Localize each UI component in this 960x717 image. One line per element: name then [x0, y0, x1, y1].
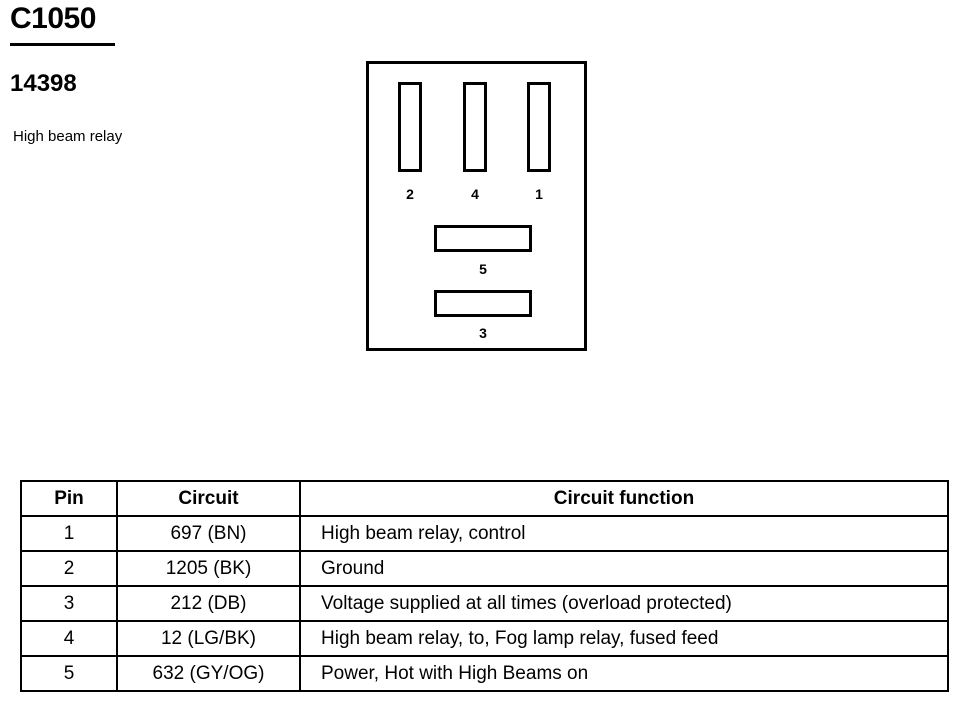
part-number: 14398 [10, 70, 77, 97]
function-cell: High beam relay, to, Fog lamp relay, fus… [299, 620, 949, 657]
circuit-cell: 697 (BN) [116, 515, 301, 552]
pin-label: 3 [479, 325, 487, 341]
function-cell: Ground [299, 550, 949, 587]
terminal-pin-4 [463, 82, 487, 172]
pin-cell: 4 [20, 620, 118, 657]
table-row: 3 212 (DB) Voltage supplied at all times… [20, 585, 949, 622]
terminal-pin-3 [434, 290, 532, 317]
table-row: 1 697 (BN) High beam relay, control [20, 515, 949, 552]
column-header-circuit-function: Circuit function [299, 480, 949, 517]
pin-label: 1 [535, 186, 543, 202]
pin-cell: 3 [20, 585, 118, 622]
table-row: 4 12 (LG/BK) High beam relay, to, Fog la… [20, 620, 949, 657]
pinout-table: Pin Circuit Circuit function 1 697 (BN) … [20, 480, 949, 692]
column-header-pin: Pin [20, 480, 118, 517]
function-cell: Power, Hot with High Beams on [299, 655, 949, 692]
connector-id: C1050 [10, 2, 96, 35]
circuit-cell: 12 (LG/BK) [116, 620, 301, 657]
pin-cell: 2 [20, 550, 118, 587]
pin-cell: 5 [20, 655, 118, 692]
column-header-circuit: Circuit [116, 480, 301, 517]
function-cell: High beam relay, control [299, 515, 949, 552]
table-row: 2 1205 (BK) Ground [20, 550, 949, 587]
table-row: 5 632 (GY/OG) Power, Hot with High Beams… [20, 655, 949, 692]
function-cell: Voltage supplied at all times (overload … [299, 585, 949, 622]
circuit-cell: 632 (GY/OG) [116, 655, 301, 692]
circuit-cell: 1205 (BK) [116, 550, 301, 587]
circuit-cell: 212 (DB) [116, 585, 301, 622]
pin-cell: 1 [20, 515, 118, 552]
connector-id-underline [10, 43, 115, 46]
terminal-pin-5 [434, 225, 532, 252]
pin-label: 2 [406, 186, 414, 202]
terminal-pin-2 [398, 82, 422, 172]
terminal-pin-1 [527, 82, 551, 172]
pin-label: 5 [479, 261, 487, 277]
table-header-row: Pin Circuit Circuit function [20, 480, 949, 517]
pin-label: 4 [471, 186, 479, 202]
connector-face-diagram: 2 4 1 5 3 [366, 61, 587, 351]
connector-description: High beam relay [13, 128, 123, 145]
